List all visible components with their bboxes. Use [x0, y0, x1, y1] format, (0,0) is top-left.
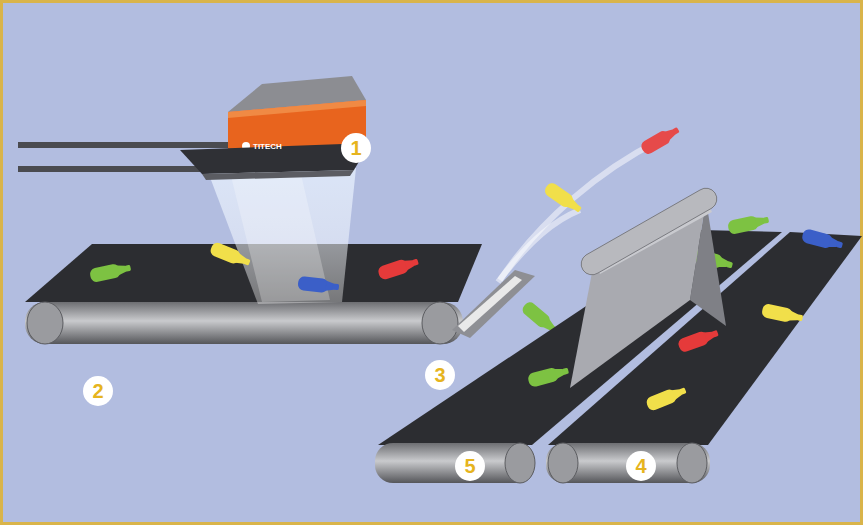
rail [18, 142, 233, 148]
scan-beam [208, 168, 356, 304]
bottle [727, 213, 770, 235]
bottle [543, 181, 585, 216]
bottle [297, 276, 339, 294]
bottle [761, 303, 804, 325]
bottle [677, 326, 720, 353]
bottle [645, 384, 688, 412]
scanner-unit [180, 76, 370, 180]
callout-number: 5 [455, 451, 485, 481]
callout-number: 2 [83, 376, 113, 406]
bottle [527, 364, 570, 388]
brand-logo: TITECH [253, 142, 282, 151]
callout-number: 4 [626, 451, 656, 481]
bottle [377, 255, 420, 281]
callout-number: 3 [425, 360, 455, 390]
bottle [639, 123, 682, 156]
divider-plate [570, 188, 726, 388]
bottle [801, 228, 844, 252]
callout-number: 1 [341, 133, 371, 163]
bottle [209, 241, 252, 269]
bottle [89, 261, 132, 283]
